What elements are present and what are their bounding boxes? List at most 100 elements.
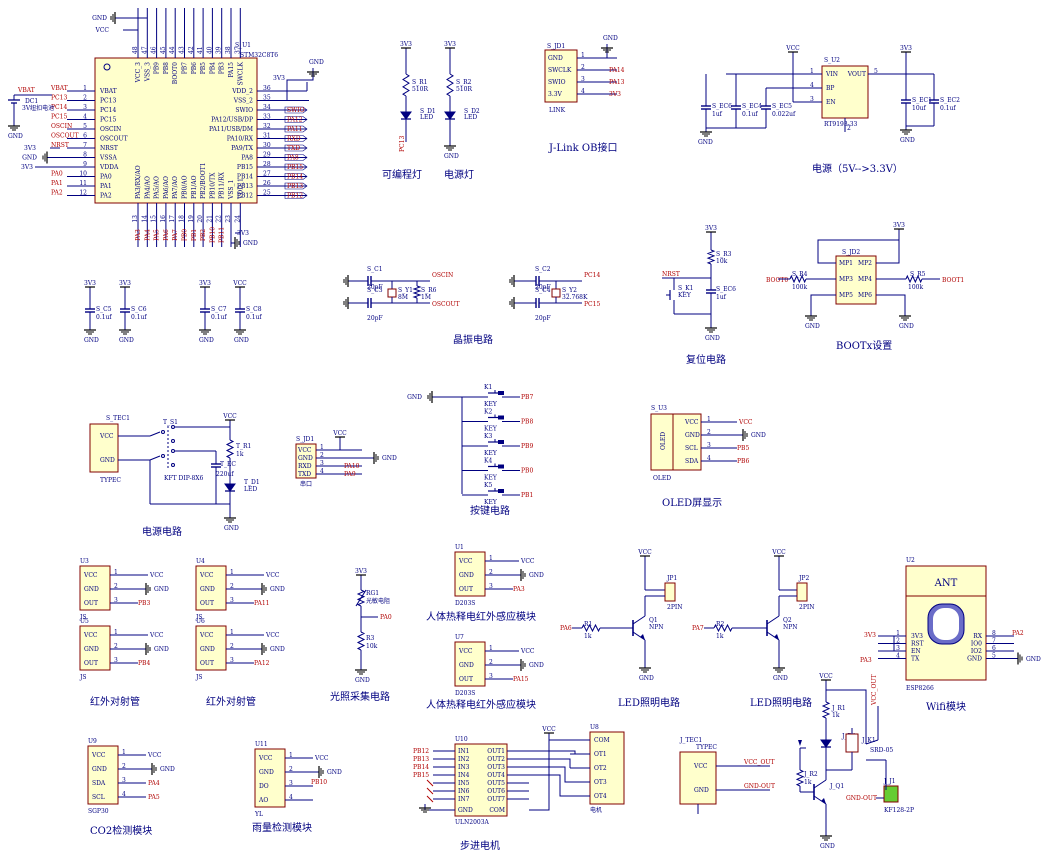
mcu-right-pin-name: PB12 <box>237 193 253 200</box>
ldo-cap-value: 1uf <box>712 111 723 118</box>
ledl-gnd-label: GND <box>639 675 654 682</box>
pir-net: PA3 <box>513 586 525 593</box>
ir-gnd-label: GND <box>154 586 169 593</box>
stepper-in-net: PB15 <box>413 772 429 779</box>
xtal2-c2-value: 20pF <box>535 284 551 291</box>
reset-c-value: 1uf <box>716 294 727 301</box>
key-designator: K4 <box>484 458 492 465</box>
boot-gnd-right-label: GND <box>899 323 914 330</box>
jlink-net: PA14 <box>609 67 625 74</box>
left-3v3-label: 3V3 <box>24 145 36 152</box>
ldo-cap-designator: S_EC5 <box>772 103 792 110</box>
mcu-bottom-pin-name: PB11/RX <box>219 171 226 199</box>
ledl-net: PA7 <box>692 625 704 632</box>
xtal1-net-oscin: OSCIN <box>432 272 453 279</box>
stepper-out-name: OUT7 <box>487 796 505 803</box>
serial-net: PA9 <box>344 471 356 478</box>
xtal2-net-pc15: PC15 <box>584 301 600 308</box>
ir-vcc-label: VCC <box>149 632 164 639</box>
boot-r5 <box>905 274 923 284</box>
ir-designator: U5 <box>80 618 89 625</box>
mcu-right-pin-number: 30 <box>263 142 271 149</box>
serial-pin-number: 2 <box>320 452 324 459</box>
serial-name: 串口 <box>300 480 312 488</box>
caption-ledl-1: LED照明电路 <box>618 696 680 709</box>
relay-q-arrow <box>821 798 826 804</box>
ldo-out-cap-designator: S_EC1 <box>912 97 932 104</box>
boot-gnd-left-route <box>810 294 822 312</box>
key-1-cap <box>498 415 504 420</box>
mcu-bottom-pin-name: VDD_1 <box>237 178 244 200</box>
ir-module-3-pin-number: 2 <box>230 643 234 650</box>
xtal2-y-value: 32.768K <box>562 294 588 301</box>
ir-module-3-body <box>195 625 227 671</box>
mcu-top-pin-name: PB8 <box>163 62 170 74</box>
ir-module-3-pin-number: 1 <box>230 629 234 636</box>
mcu-right-pin-name: PA10/RX <box>227 136 254 143</box>
stepper-motor-pin: OT1 <box>594 751 607 758</box>
co2-net-vcc: VCC <box>147 752 162 759</box>
mcu-bottom-pin-number: 17 <box>169 215 176 223</box>
mcu-right-port <box>284 106 308 114</box>
xtal2-net-pc14: PC14 <box>584 272 600 279</box>
mcu-right-pin-name: PB15 <box>237 164 253 171</box>
wifi-net-3v3: 3V3 <box>864 632 876 639</box>
mcu-bottom-net: PA5 <box>154 229 161 241</box>
mcu-vcc3-label: VCC <box>94 27 109 34</box>
rain-module-body <box>254 748 286 808</box>
wifi-right-num: 5 <box>992 653 996 660</box>
pir-gnd-label: GND <box>529 662 544 669</box>
key-value: KEY <box>484 426 498 433</box>
mcu-left-pin-name: PC13 <box>100 98 116 105</box>
stepper-in-name: IN3 <box>458 764 470 771</box>
ledl-resistor-0 <box>581 623 601 633</box>
keys-gnd-label: GND <box>407 394 422 401</box>
pir-module-0-pin-number: 1 <box>489 555 493 562</box>
mcu-right-pin-number: 34 <box>263 104 271 111</box>
relay-r1-designator: J_R1 <box>831 705 846 712</box>
stepper-ot1 <box>529 750 576 755</box>
mcu-top-pin-number: 48 <box>132 46 139 54</box>
mcu-bottom-pin-name: PA4/AO <box>144 176 151 199</box>
serial-pin-name: RXD <box>298 463 312 470</box>
ir-vcc-label: VCC <box>265 632 280 639</box>
wifi-left-num: 3 <box>896 645 900 652</box>
pin-sw-contact-2 <box>161 454 165 458</box>
ir-designator: U6 <box>196 618 205 625</box>
xtal1-c3-designator: S_C3 <box>367 287 383 294</box>
led-r-designator: S_R1 <box>412 79 427 86</box>
ldo-out-cap-value: 10uf <box>912 105 926 112</box>
ldo-pin-name: VIN <box>825 71 838 78</box>
serial-net: PA10 <box>344 463 360 470</box>
led-resistor-1 <box>446 73 454 97</box>
ir-module-2-pin-number: 2 <box>114 643 118 650</box>
pin-gnd-label: GND <box>224 525 239 532</box>
mcu-right-pin-number: 26 <box>263 180 271 187</box>
ldo-designator: S_U2 <box>824 57 840 64</box>
mcu-left-net: OSCIN <box>51 123 72 130</box>
keys-net: PB7 <box>521 394 533 401</box>
mcu-top-pin-number: 47 <box>141 46 148 54</box>
pir-module-1-pin-number: 1 <box>489 645 493 652</box>
mcu-top-pin-name: BOOT0 <box>172 62 179 84</box>
stepper-com-pin: COM <box>489 807 505 814</box>
decap-value: 0.1uf <box>131 314 147 321</box>
decap-designator: S_C5 <box>96 306 112 313</box>
relay-net-vccout: VCC_OUT <box>871 675 878 707</box>
mcu-right-pin-number: 27 <box>263 171 271 178</box>
oled-pin-name: GND <box>685 432 700 439</box>
xtal1-c1-value: 20pF <box>367 284 383 291</box>
stepper-nc-mark <box>426 795 434 803</box>
mcu-left-net: PA2 <box>51 190 63 197</box>
mcu-left-net: PC13 <box>51 95 67 102</box>
co2-designator: U9 <box>88 738 97 745</box>
boot-gnd-left-label: GND <box>805 323 820 330</box>
relay-q-collector <box>813 779 827 789</box>
jlink-pin-name: SWIO <box>548 79 566 86</box>
xtal2-c4-designator: S_C4 <box>535 287 551 294</box>
mcu-right-pin-number: 28 <box>263 161 271 168</box>
mcu-bottom-pin-number: 23 <box>225 215 232 223</box>
stepper-com-return <box>529 740 550 811</box>
rain-designator: U11 <box>255 741 268 748</box>
caption-co2: CO2检测模块 <box>90 824 152 837</box>
